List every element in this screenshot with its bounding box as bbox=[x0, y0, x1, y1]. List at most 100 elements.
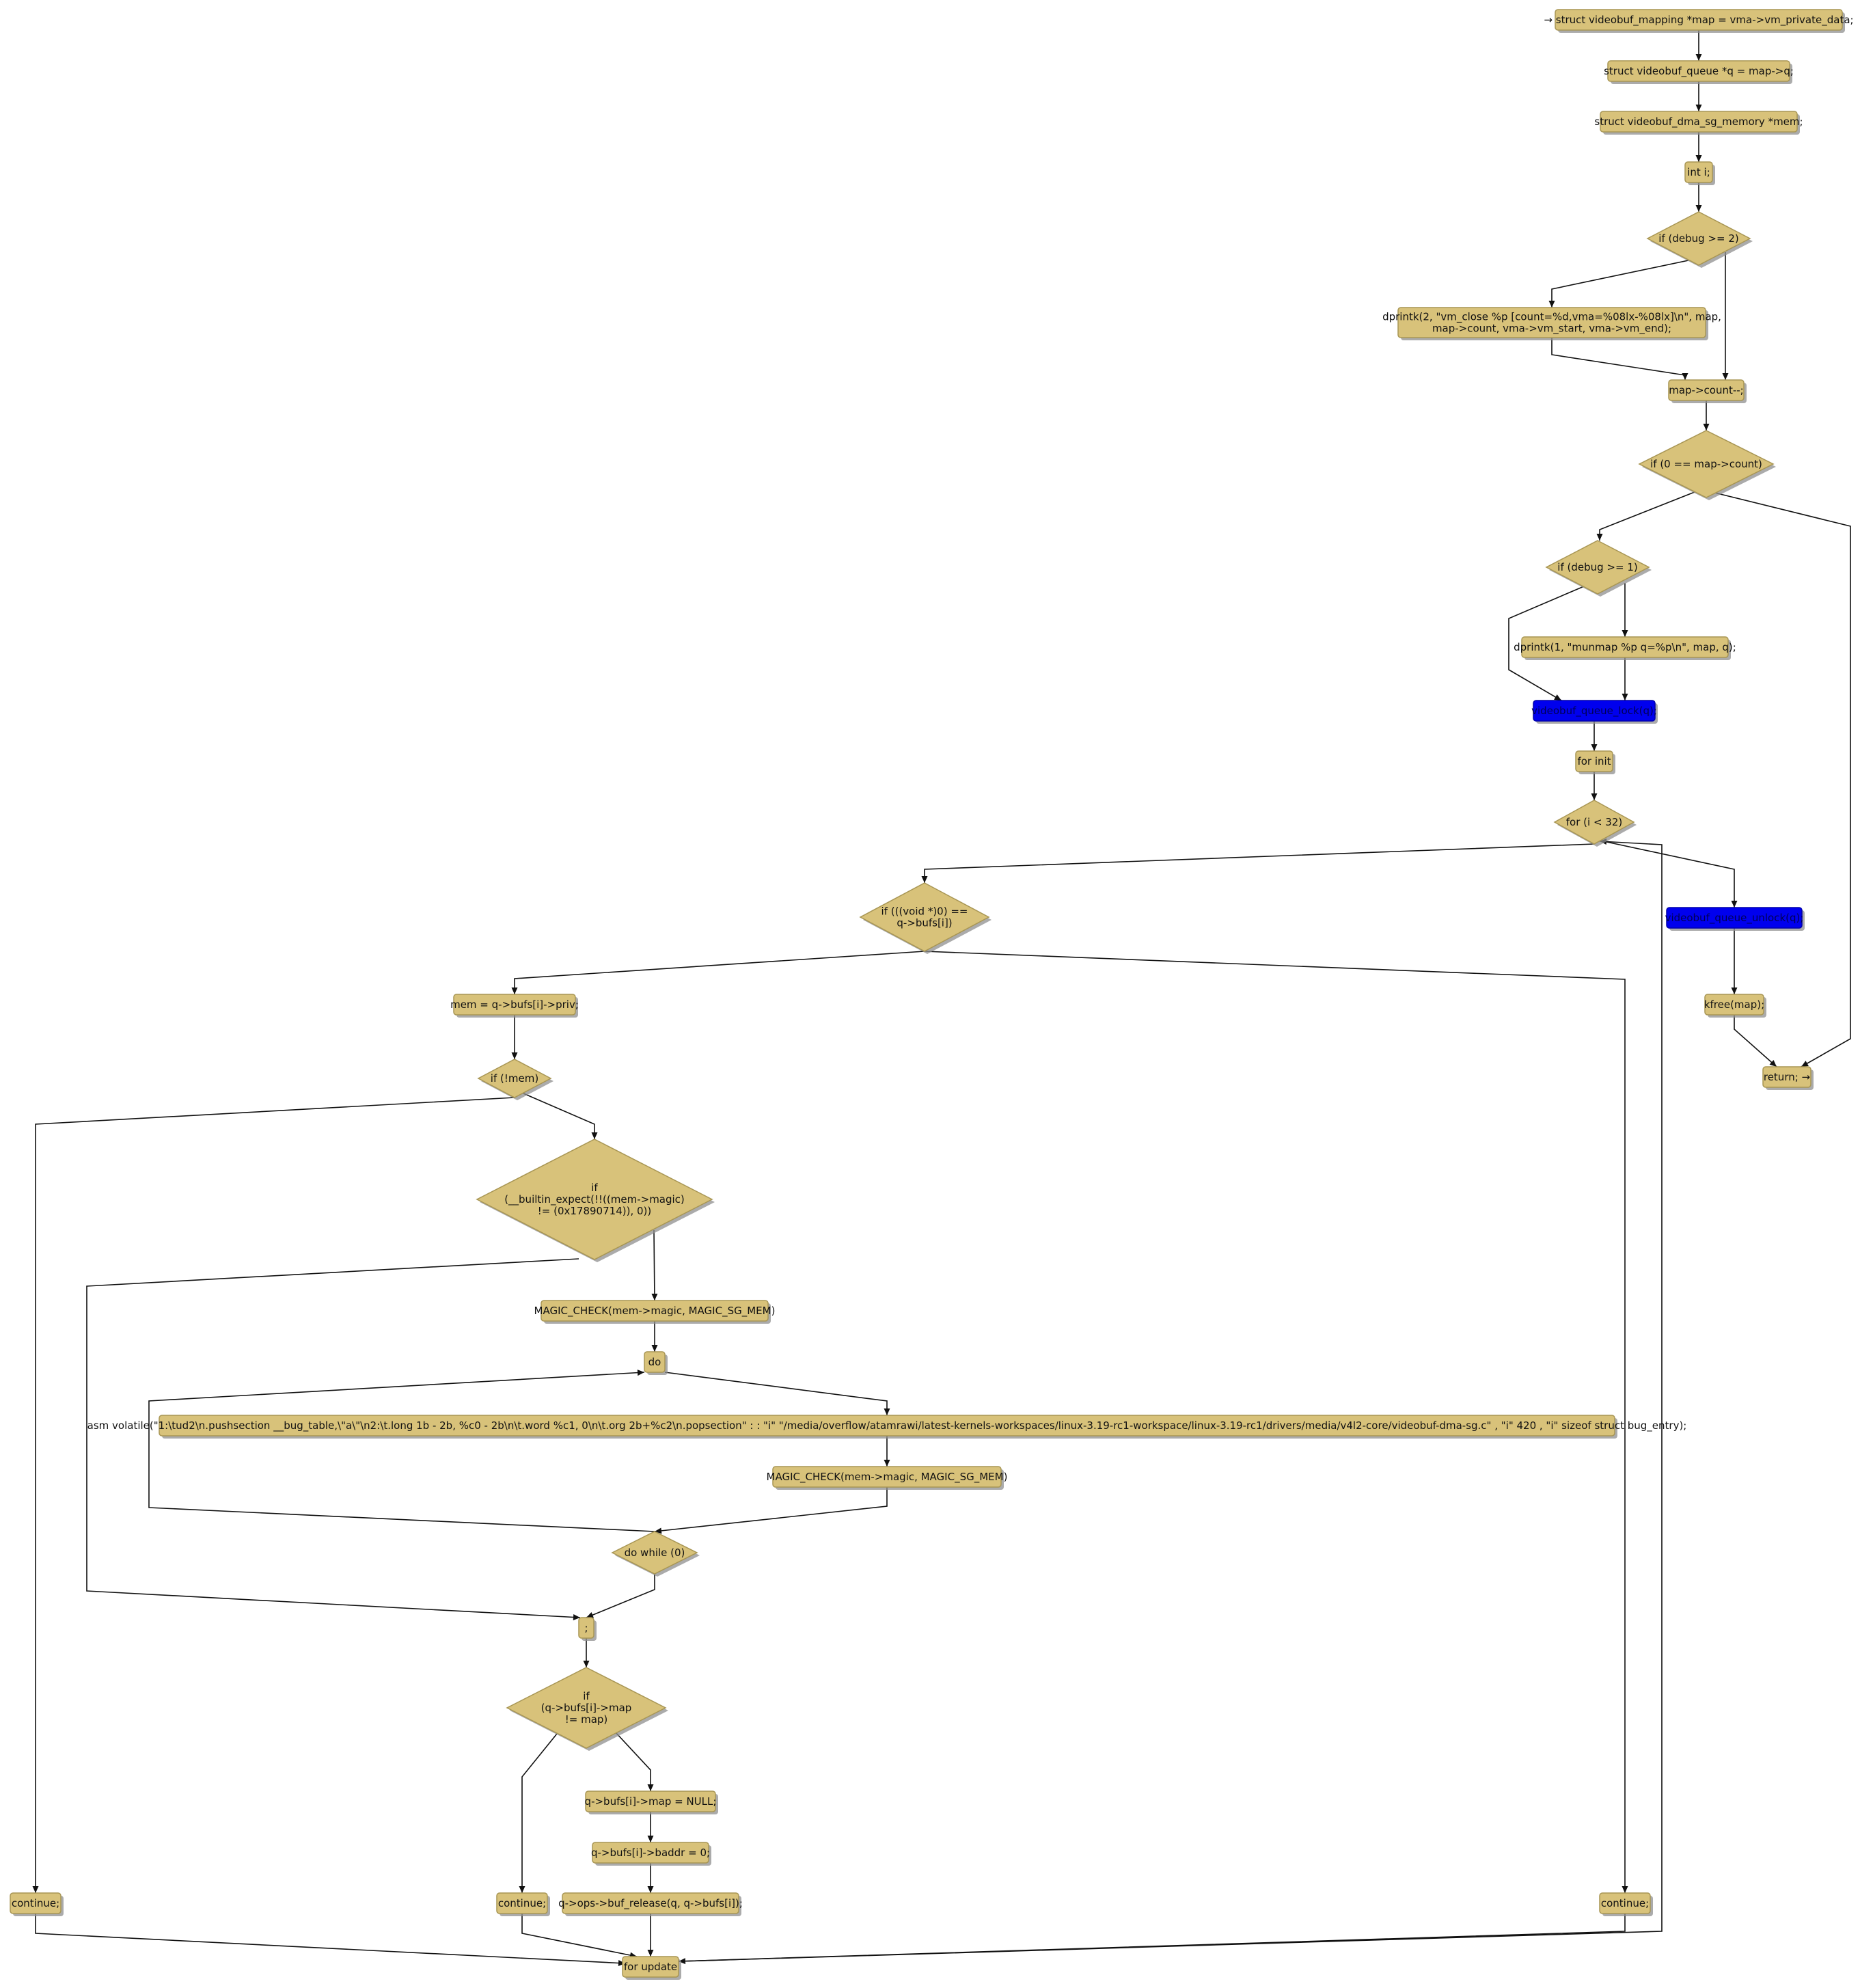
node-buf-release[interactable]: q->ops->buf_release(q, q->bufs[i]); bbox=[558, 1892, 743, 1916]
node-label: (q->bufs[i]->map bbox=[541, 1702, 632, 1714]
node-label: if (0 == map->count) bbox=[1650, 458, 1762, 470]
node-magic-check2[interactable]: MAGIC_CHECK(mem->magic, MAGIC_SG_MEM) bbox=[767, 1466, 1008, 1490]
edge-n_for_cond-to-n_queue_unlock bbox=[1600, 840, 1738, 908]
edge-n_if_magic-to-n_semicolon bbox=[86, 1258, 581, 1620]
node-continue-mid[interactable]: continue; bbox=[496, 1892, 550, 1916]
node-if-null[interactable]: if (((void *)0) ==q->bufs[i]) bbox=[859, 882, 991, 954]
decision-diamond bbox=[611, 1531, 698, 1575]
statement-box bbox=[159, 1415, 1615, 1436]
node-dprintk2[interactable]: dprintk(2, "vm_close %p [count=%d,vma=%0… bbox=[1382, 307, 1721, 340]
arrowhead-icon bbox=[1591, 793, 1598, 800]
edge-n_buf_release-to-n_for_update bbox=[647, 1914, 654, 1957]
node-label: if (debug >= 1) bbox=[1557, 561, 1637, 573]
statement-box bbox=[541, 1300, 769, 1322]
edges-layer bbox=[32, 30, 1851, 1966]
node-queue-lock[interactable]: videobuf_queue_lock(q); bbox=[1531, 700, 1658, 724]
node-label: MAGIC_CHECK(mem->magic, MAGIC_SG_MEM) bbox=[534, 1305, 776, 1318]
decision-diamond bbox=[476, 1139, 713, 1260]
edge-line bbox=[1599, 491, 1695, 541]
node-kfree[interactable]: kfree(map); bbox=[1704, 994, 1766, 1018]
statement-box bbox=[1684, 161, 1713, 183]
node-label: for (i < 32) bbox=[1566, 816, 1622, 828]
edge-n_magic_check2-to-n_do_while bbox=[654, 1487, 888, 1534]
edge-line bbox=[35, 1914, 626, 1964]
node-label: struct videobuf_queue *q = map->q; bbox=[1604, 65, 1794, 78]
edge-n_asm-to-n_magic_check2 bbox=[884, 1436, 890, 1467]
node-for-init[interactable]: for init bbox=[1575, 750, 1615, 774]
node-continue-left[interactable]: continue; bbox=[10, 1892, 64, 1916]
arrowhead-icon bbox=[1801, 1061, 1809, 1067]
edge-n_continue_left-to-n_for_update bbox=[35, 1914, 626, 1966]
edge-n_dprintk2-to-n_count_dec bbox=[1551, 338, 1688, 380]
edge-n_do-to-n_asm bbox=[664, 1372, 890, 1415]
node-label: continue; bbox=[12, 1897, 59, 1909]
node-if-magic[interactable]: if(__builtin_expect(!!((mem->magic)!= (0… bbox=[476, 1139, 715, 1262]
node-if-zero[interactable]: if (0 == map->count) bbox=[1638, 430, 1776, 500]
node-if-debug1[interactable]: if (debug >= 1) bbox=[1545, 540, 1652, 597]
node-label: MAGIC_CHECK(mem->magic, MAGIC_SG_MEM) bbox=[767, 1471, 1008, 1484]
node-label: if (debug >= 2) bbox=[1658, 232, 1738, 245]
edge-n_map-to-n_q bbox=[1695, 30, 1702, 61]
arrowhead-icon bbox=[651, 1345, 658, 1352]
node-if-map[interactable]: if(q->bufs[i]->map!= map) bbox=[506, 1667, 668, 1751]
arrowhead-icon bbox=[1554, 694, 1561, 700]
node-label: q->bufs[i]->map = NULL; bbox=[585, 1795, 717, 1808]
arrowhead-icon bbox=[511, 1052, 518, 1059]
node-label: continue; bbox=[498, 1897, 546, 1909]
edge-line bbox=[1600, 840, 1735, 908]
node-label: videobuf_queue_lock(q); bbox=[1531, 705, 1657, 718]
node-map-null[interactable]: q->bufs[i]->map = NULL; bbox=[585, 1790, 718, 1814]
node-for-update[interactable]: for update bbox=[622, 1956, 681, 1980]
node-for-cond[interactable]: for (i < 32) bbox=[1553, 800, 1637, 847]
arrowhead-icon bbox=[1731, 988, 1738, 994]
node-dprintk1[interactable]: dprintk(1, "munmap %p q=%p\n", map, q); bbox=[1514, 636, 1736, 660]
node-return[interactable]: return; → bbox=[1762, 1066, 1814, 1090]
arrowhead-icon bbox=[1695, 54, 1702, 61]
decision-diamond bbox=[477, 1059, 552, 1098]
node-if-notmem[interactable]: if (!mem) bbox=[477, 1059, 553, 1100]
statement-box bbox=[585, 1790, 716, 1812]
statement-box bbox=[772, 1466, 1002, 1488]
node-int-i[interactable]: int i; bbox=[1684, 161, 1715, 185]
node-asm[interactable]: asm volatile("1:\tud2\n.pushsection __bu… bbox=[87, 1415, 1687, 1439]
node-baddr[interactable]: q->bufs[i]->baddr = 0; bbox=[591, 1842, 711, 1866]
edge-line bbox=[1508, 584, 1589, 701]
node-do[interactable]: do bbox=[644, 1351, 668, 1375]
node-map[interactable]: → struct videobuf_mapping *map = vma->vm… bbox=[1544, 9, 1854, 33]
edge-n_semicolon-to-n_if_map bbox=[583, 1638, 590, 1667]
statement-box bbox=[496, 1892, 548, 1914]
node-mem-decl[interactable]: struct videobuf_dma_sg_memory *mem; bbox=[1594, 111, 1803, 135]
statement-box bbox=[1600, 111, 1798, 133]
node-magic-check1[interactable]: MAGIC_CHECK(mem->magic, MAGIC_SG_MEM) bbox=[534, 1300, 776, 1324]
node-q[interactable]: struct videobuf_queue *q = map->q; bbox=[1604, 60, 1794, 84]
arrowhead-icon bbox=[1591, 744, 1598, 751]
node-do-while[interactable]: do while (0) bbox=[611, 1531, 700, 1577]
node-if-debug2[interactable]: if (debug >= 2) bbox=[1646, 211, 1753, 268]
arrowhead-icon bbox=[1622, 694, 1628, 700]
statement-box bbox=[1575, 750, 1613, 772]
edge-n_mem_decl-to-n_int_i bbox=[1695, 132, 1702, 162]
node-label: q->bufs[i]->baddr = 0; bbox=[591, 1847, 710, 1859]
node-label: struct videobuf_dma_sg_memory *mem; bbox=[1594, 115, 1803, 128]
node-label: ; bbox=[584, 1622, 588, 1634]
edge-n_mem_assign-to-n_if_notmem bbox=[511, 1015, 518, 1059]
node-mem-assign[interactable]: mem = q->bufs[i]->priv; bbox=[450, 994, 579, 1018]
node-count-dec[interactable]: map->count--; bbox=[1668, 379, 1747, 403]
arrowhead-icon bbox=[655, 1527, 662, 1534]
arrowhead-icon bbox=[1703, 424, 1710, 431]
edge-line bbox=[586, 1574, 655, 1618]
node-label: if bbox=[591, 1182, 598, 1194]
node-label: dprintk(1, "munmap %p q=%p\n", map, q); bbox=[1514, 641, 1736, 653]
statement-box bbox=[622, 1956, 679, 1978]
arrowhead-icon bbox=[1596, 534, 1603, 541]
arrowhead-icon bbox=[1622, 630, 1628, 637]
edge-line bbox=[924, 951, 1626, 1893]
node-continue-right[interactable]: continue; bbox=[1599, 1892, 1653, 1916]
arrowhead-icon bbox=[519, 1886, 525, 1893]
edge-n_int_i-to-n_if_debug2 bbox=[1695, 182, 1702, 212]
edge-n_for_init-to-n_for_cond bbox=[1591, 772, 1598, 800]
node-semicolon[interactable]: ; bbox=[578, 1617, 597, 1641]
node-queue-unlock[interactable]: videobuf_queue_unlock(q); bbox=[1665, 907, 1805, 931]
edge-n_q-to-n_mem_decl bbox=[1695, 81, 1702, 111]
